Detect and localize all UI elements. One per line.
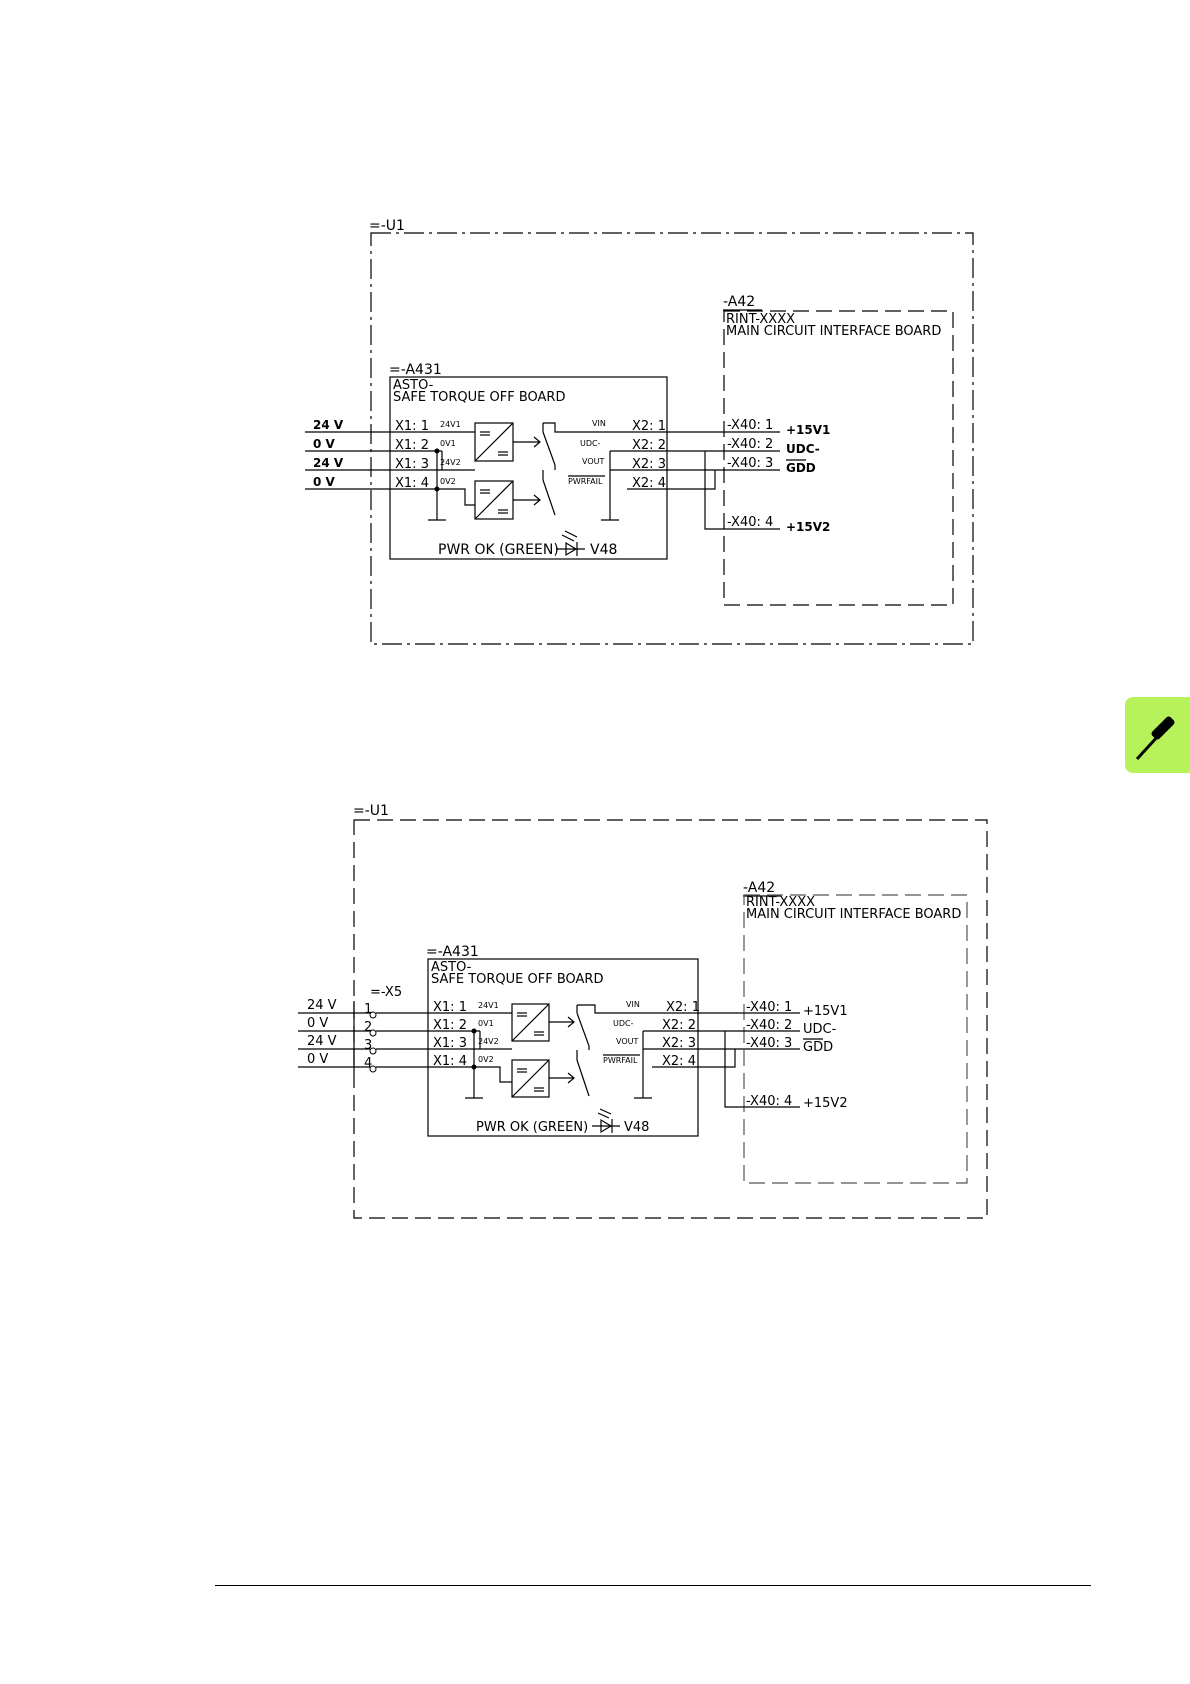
main-board-id: -A42 — [743, 880, 775, 896]
x40-terminal-3: -X40: 3 — [727, 456, 773, 471]
unit-label: =-U1 — [353, 803, 389, 819]
main-board-frame — [723, 310, 954, 606]
signal-3: GDD — [803, 1040, 833, 1055]
x40-terminal-4: -X40: 4 — [727, 515, 773, 530]
led-id: V48 — [590, 542, 617, 558]
output-net-3: VOUT — [616, 1037, 638, 1046]
x40-terminal-4: -X40: 4 — [746, 1094, 792, 1109]
output-net-3: VOUT — [582, 457, 604, 466]
output-net-2: UDC- — [580, 439, 601, 448]
input-net-4: 0V2 — [440, 477, 456, 486]
output-terminal-4: X2: 4 — [632, 476, 666, 491]
input-terminal-3: X1: 3 — [395, 457, 429, 472]
terminal-number-3: 3 — [364, 1038, 372, 1053]
output-terminal-2: X2: 2 — [632, 438, 666, 453]
output-net-4: PWRFAIL — [568, 477, 603, 486]
input-net-1: 24V1 — [478, 1001, 499, 1010]
diagram-2: =-U1 -A42 RINT-XXXX MAIN CIRCUIT INTERFA… — [298, 803, 988, 1219]
unit-label: =-U1 — [369, 218, 405, 234]
sto-board-name-2: SAFE TORQUE OFF BOARD — [431, 972, 603, 987]
led-id: V48 — [624, 1120, 649, 1135]
input-terminal-1: X1: 1 — [433, 1000, 467, 1015]
screwdriver-icon — [1135, 716, 1175, 761]
x40-terminal-2: -X40: 2 — [727, 437, 773, 452]
signal-3: GDD — [786, 461, 816, 475]
input-net-3: 24V2 — [478, 1037, 499, 1046]
input-terminal-4: X1: 4 — [395, 476, 429, 491]
input-terminal-3: X1: 3 — [433, 1036, 467, 1051]
input-net-2: 0V1 — [478, 1019, 494, 1028]
main-board-name-2: MAIN CIRCUIT INTERFACE BOARD — [746, 907, 961, 922]
signal-4: +15V2 — [786, 520, 830, 534]
output-net-4: PWRFAIL — [603, 1056, 638, 1065]
output-terminal-1: X2: 1 — [632, 419, 666, 434]
input-terminal-2: X1: 2 — [395, 438, 429, 453]
led-icon — [592, 1108, 620, 1134]
sto-board-id: =-A431 — [426, 944, 479, 960]
signal-1: +15V1 — [803, 1004, 848, 1019]
signal-4: +15V2 — [803, 1096, 848, 1111]
output-terminal-2: X2: 2 — [662, 1018, 696, 1033]
supply-label-3: 24 V — [307, 1034, 337, 1049]
output-terminal-3: X2: 3 — [632, 457, 666, 472]
signal-2: UDC- — [803, 1022, 837, 1037]
terminal-number-1: 1 — [364, 1002, 372, 1017]
footer-rule — [215, 1585, 1091, 1586]
signal-2: UDC- — [786, 442, 820, 456]
main-board-frame — [743, 894, 968, 1184]
input-net-1: 24V1 — [440, 420, 461, 429]
sto-board-id: =-A431 — [389, 362, 442, 378]
led-label: PWR OK (GREEN) — [438, 542, 559, 558]
main-board-name-2: MAIN CIRCUIT INTERFACE BOARD — [726, 324, 941, 339]
section-tab[interactable] — [1125, 697, 1190, 773]
converter-2 — [474, 480, 514, 520]
sto-board-name-1: ASTO- — [431, 960, 472, 975]
signal-1: +15V1 — [786, 423, 830, 437]
supply-label-1: 24 V — [313, 418, 344, 432]
led-label: PWR OK (GREEN) — [476, 1120, 588, 1135]
x40-terminal-1: -X40: 1 — [727, 418, 773, 433]
terminal-number-2: 2 — [364, 1020, 372, 1035]
output-terminal-4: X2: 4 — [662, 1054, 696, 1069]
sto-board-frame — [389, 376, 668, 560]
sto-board-frame — [427, 958, 699, 1137]
supply-label-2: 0 V — [307, 1016, 328, 1031]
diagram-1: =-U1 -A42 RINT-XXXX MAIN CIRCUIT INTERFA… — [305, 218, 974, 645]
unit-enclosure — [370, 232, 974, 645]
input-net-4: 0V2 — [478, 1055, 494, 1064]
converter-1 — [511, 1003, 550, 1042]
led-icon — [556, 530, 585, 557]
supply-label-4: 0 V — [313, 475, 336, 489]
main-board-id: -A42 — [723, 294, 755, 310]
supply-label-2: 0 V — [313, 437, 336, 451]
input-terminal-4: X1: 4 — [433, 1054, 467, 1069]
x40-terminal-2: -X40: 2 — [746, 1018, 792, 1033]
x40-terminal-3: -X40: 3 — [746, 1036, 792, 1051]
supply-label-3: 24 V — [313, 456, 344, 470]
output-net-1: VIN — [626, 1000, 640, 1009]
input-terminal-1: X1: 1 — [395, 419, 429, 434]
output-net-1: VIN — [592, 419, 606, 428]
output-net-2: UDC- — [613, 1019, 634, 1028]
terminal-block-label: =-X5 — [370, 985, 402, 1000]
converter-1 — [474, 422, 514, 462]
x40-terminal-1: -X40: 1 — [746, 1000, 792, 1015]
input-net-3: 24V2 — [440, 458, 461, 467]
output-terminal-3: X2: 3 — [662, 1036, 696, 1051]
terminal-number-4: 4 — [364, 1056, 372, 1071]
sto-board-name-2: SAFE TORQUE OFF BOARD — [393, 390, 565, 405]
main-board-name-1: RINT-XXXX — [746, 895, 815, 910]
supply-label-4: 0 V — [307, 1052, 328, 1067]
sto-board-name-1: ASTO- — [393, 378, 434, 393]
supply-label-1: 24 V — [307, 998, 337, 1013]
main-board-name-1: RINT-XXXX — [726, 312, 795, 327]
input-net-2: 0V1 — [440, 439, 456, 448]
converter-2 — [511, 1059, 550, 1098]
input-terminal-2: X1: 2 — [433, 1018, 467, 1033]
output-terminal-1: X2: 1 — [666, 1000, 700, 1015]
